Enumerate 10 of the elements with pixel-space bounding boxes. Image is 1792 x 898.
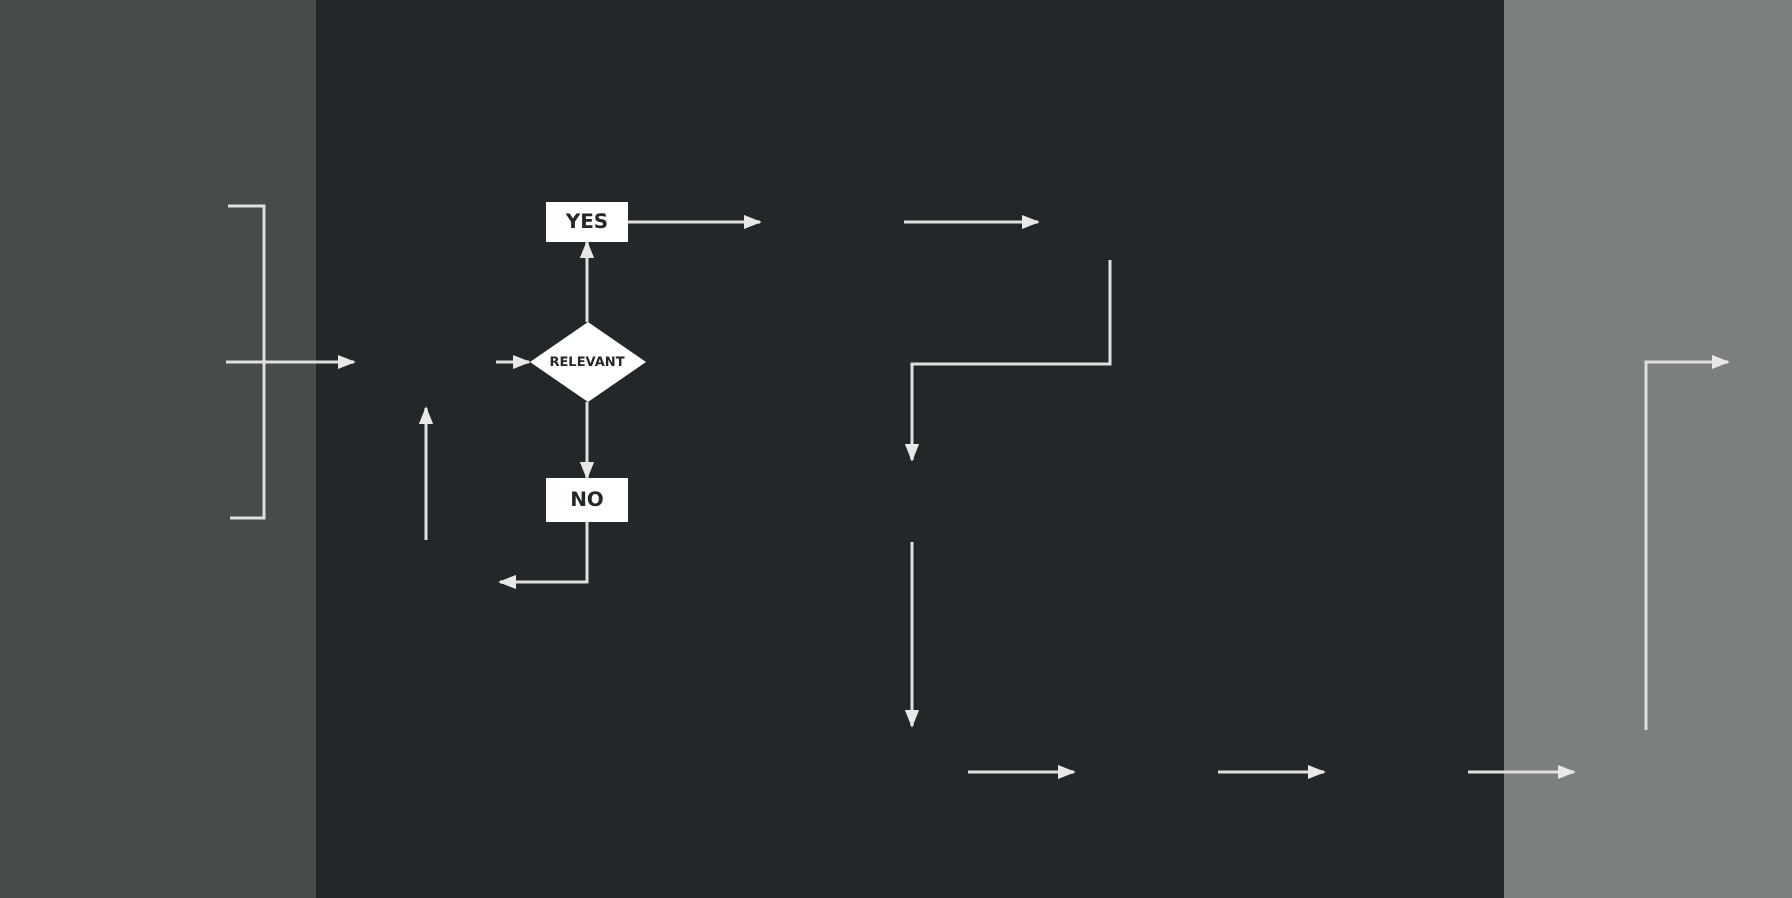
arrow [579,240,595,322]
node-label: YES [565,211,609,233]
arrow [579,402,595,480]
arrow [628,214,762,230]
node-label: NO [570,489,604,511]
arrow [498,522,589,590]
process-box [546,202,628,242]
arrow [496,354,531,370]
decision-diamond [529,322,645,402]
process-box [546,478,628,522]
